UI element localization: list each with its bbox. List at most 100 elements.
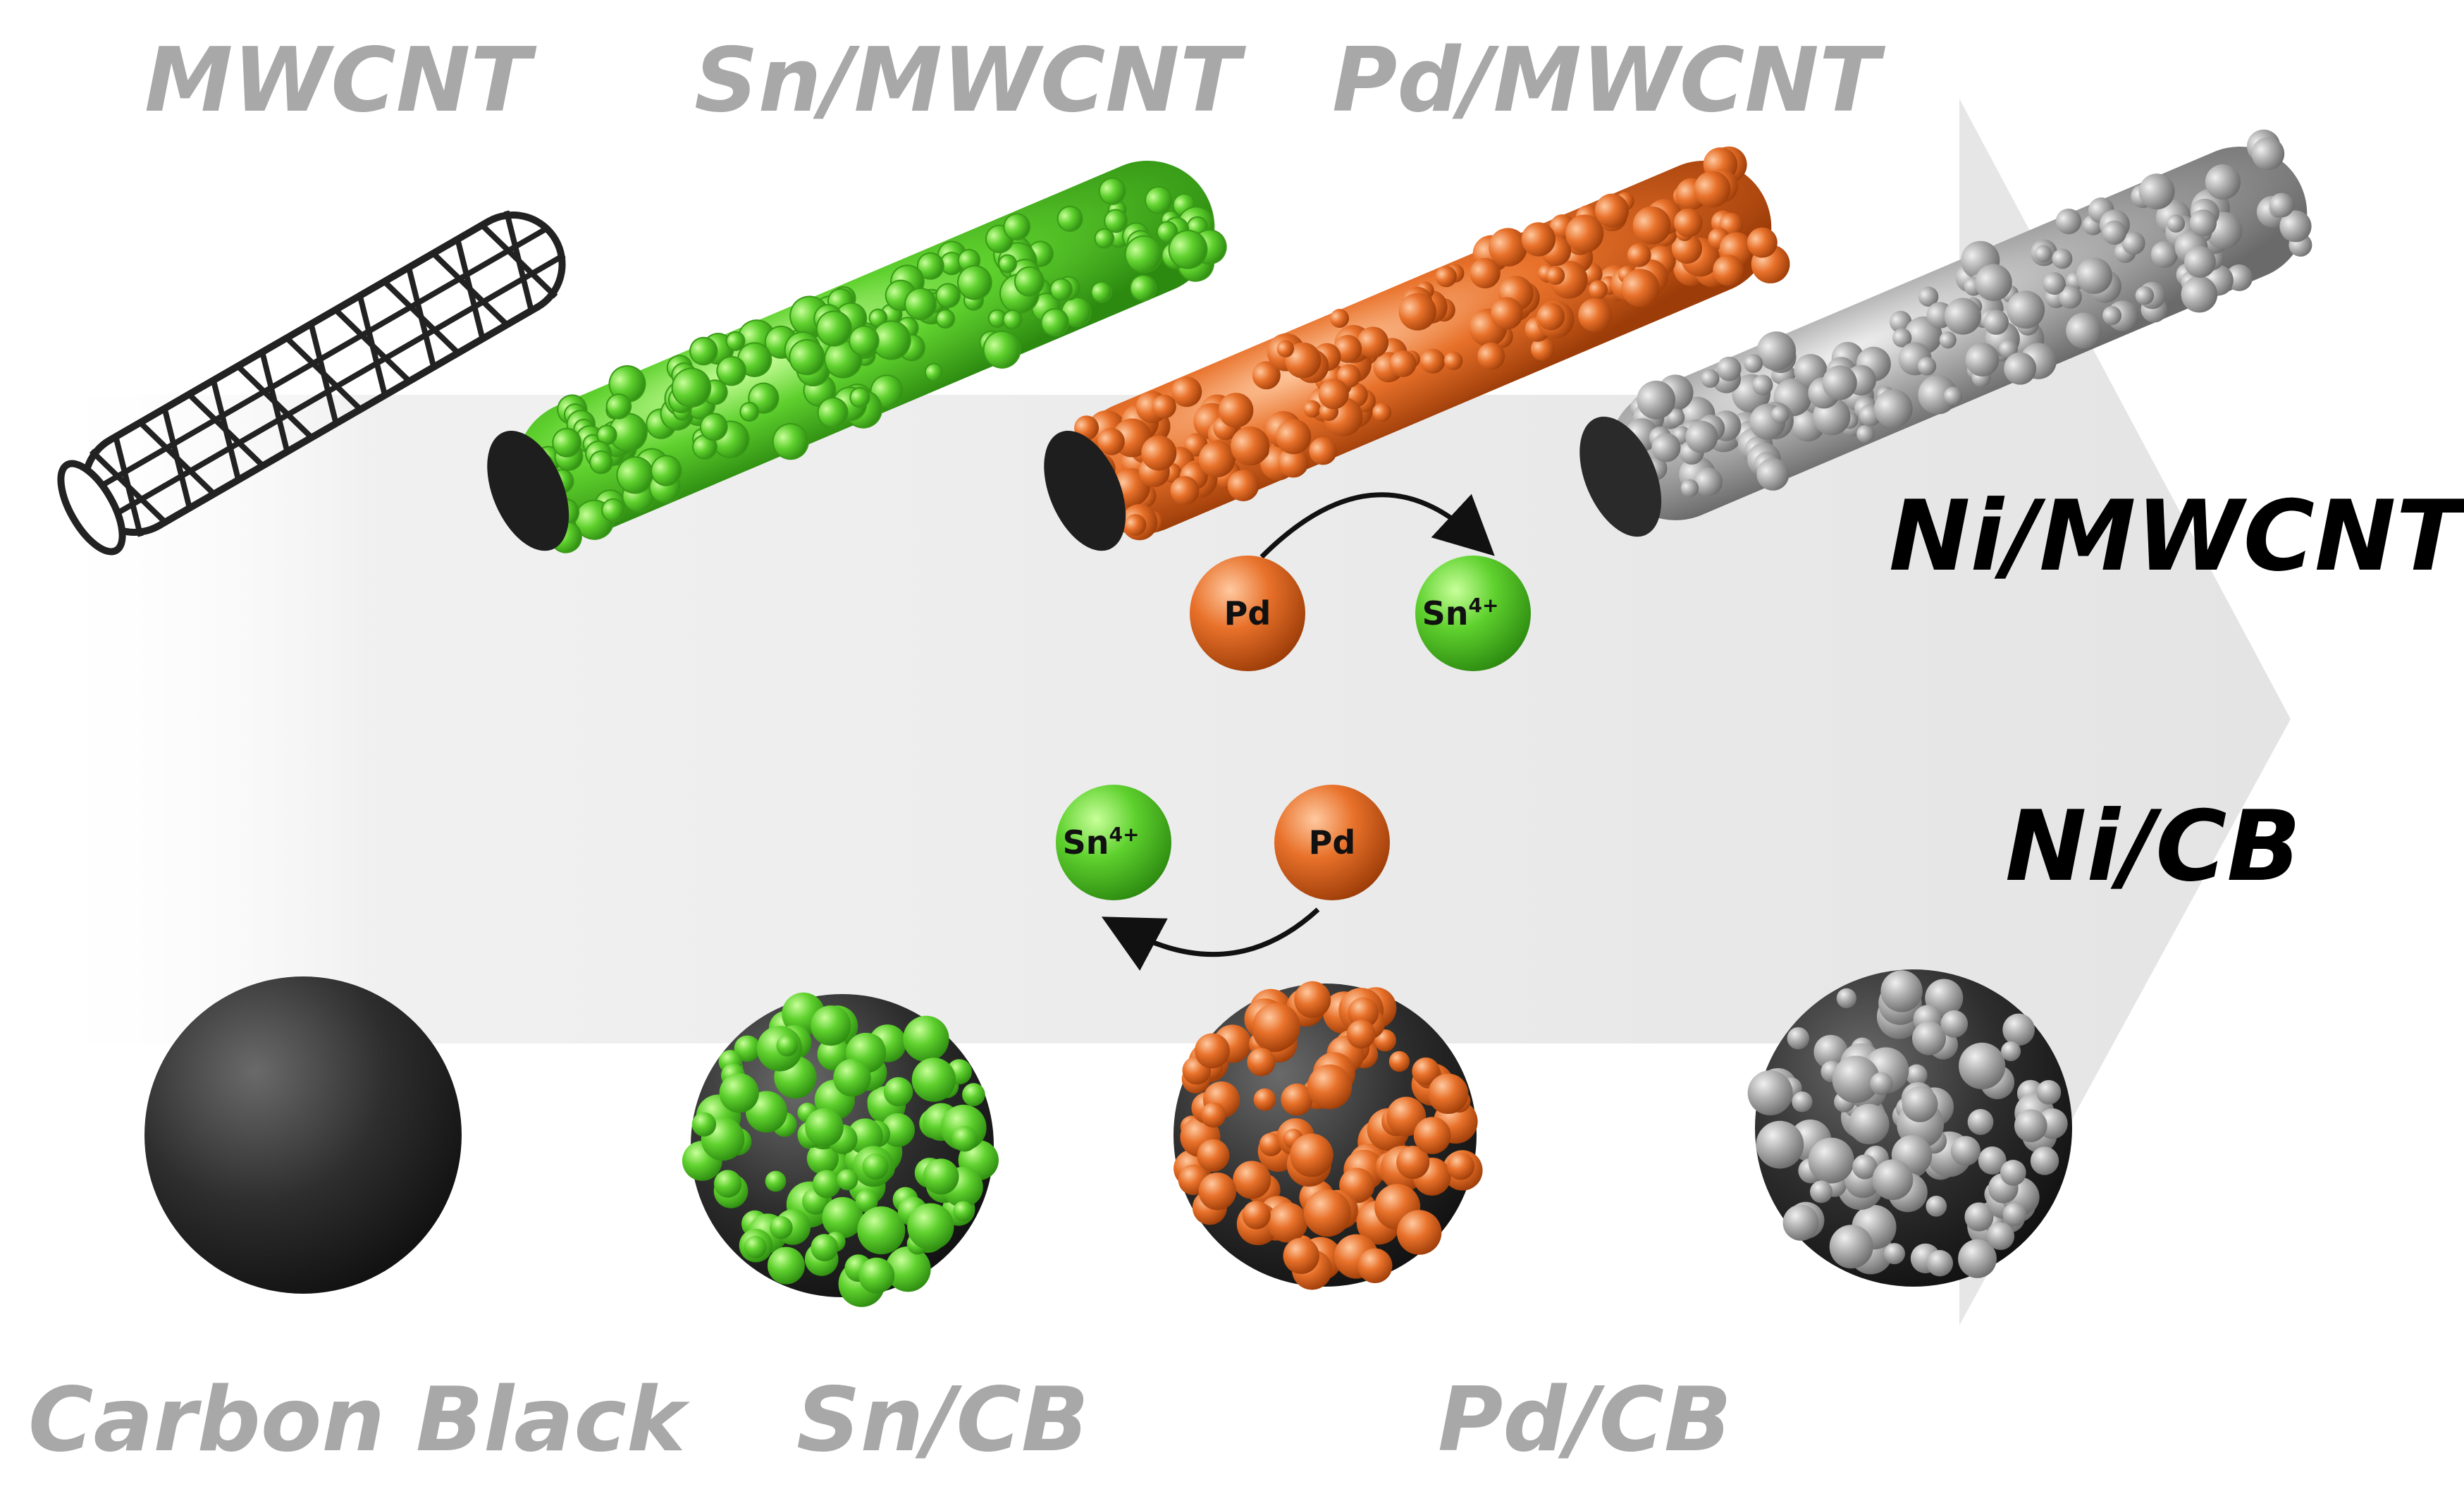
sn-ion-top: Sn4+ xyxy=(1415,556,1531,671)
exchange-arrow-top xyxy=(1259,492,1495,559)
coating-bead xyxy=(1420,348,1446,374)
surface-particle xyxy=(1252,1003,1300,1051)
coating-bead xyxy=(849,325,880,357)
surface-particle xyxy=(2002,1013,2035,1046)
coating-bead xyxy=(699,412,728,441)
coating-bead xyxy=(1999,339,2018,359)
coating-bead xyxy=(1752,374,1773,396)
coating-bead xyxy=(1918,375,1958,415)
coating-bead xyxy=(605,393,632,419)
coating-bead xyxy=(2279,210,2312,243)
coating-bead xyxy=(2066,312,2102,349)
coating-bead xyxy=(789,338,825,376)
surface-particle xyxy=(1357,1248,1393,1283)
coating-bead xyxy=(2043,271,2066,295)
pd-ion-bottom-label: Pd xyxy=(1309,823,1356,862)
coating-bead xyxy=(957,264,992,300)
label-ni-mwcnt: Ni/MWCNT xyxy=(1889,479,2463,593)
coating-bead xyxy=(1944,298,1981,335)
coating-bead xyxy=(1965,343,2000,377)
coating-bead xyxy=(1744,354,1763,373)
coating-bead xyxy=(1530,337,1555,361)
coating-bead xyxy=(1278,447,1309,478)
coating-bead xyxy=(1049,278,1073,301)
surface-particle xyxy=(1958,1239,1997,1278)
coating-bead xyxy=(1490,297,1523,330)
surface-particle xyxy=(1950,1136,1981,1166)
sn-ion-bottom-label: Sn4+ xyxy=(1063,823,1140,862)
sn-cb-particle xyxy=(682,992,999,1307)
coating-bead xyxy=(2004,352,2037,385)
coating-bead xyxy=(1435,266,1457,288)
surface-particle xyxy=(911,1058,956,1102)
surface-particle xyxy=(1307,1064,1353,1110)
surface-particle xyxy=(855,1189,878,1213)
coating-bead xyxy=(1470,257,1501,289)
surface-particle xyxy=(1880,970,1923,1012)
exchange-arrow-bottom xyxy=(1101,907,1320,971)
coating-bead xyxy=(2205,164,2241,200)
surface-particle xyxy=(1413,1117,1451,1155)
coating-bead xyxy=(1252,361,1281,390)
surface-particle xyxy=(1747,1070,1793,1116)
surface-particle xyxy=(811,1234,839,1262)
coating-bead xyxy=(1694,171,1731,208)
coating-bead xyxy=(1152,394,1176,419)
surface-particle xyxy=(1195,1033,1230,1069)
coating-bead xyxy=(1276,419,1312,455)
surface-particle xyxy=(2014,1109,2047,1142)
surface-particle xyxy=(1446,1152,1474,1180)
pd-ion-bottom: Pd xyxy=(1274,785,1390,900)
surface-particle xyxy=(1870,1072,1893,1096)
pd-mwcnt-tube xyxy=(1044,146,1790,551)
tube-galvanic-exchange: Pd Sn4+ xyxy=(1190,492,1531,671)
coating-bead xyxy=(1685,420,1718,453)
label-mwcnt: MWCNT xyxy=(144,28,531,132)
coating-bead xyxy=(1756,458,1790,491)
surface-particle xyxy=(1849,1103,1890,1145)
coating-bead xyxy=(1770,405,1790,424)
surface-particle xyxy=(903,1015,949,1062)
surface-particle xyxy=(776,1034,799,1057)
cb-galvanic-exchange: Sn4+ Pd xyxy=(1056,785,1390,971)
coating-bead xyxy=(1594,193,1629,228)
coating-bead xyxy=(935,283,961,308)
surface-particle xyxy=(2001,1041,2021,1062)
surface-particle xyxy=(1388,1050,1410,1072)
coating-bead xyxy=(552,427,582,458)
coating-bead xyxy=(1756,331,1797,371)
coating-bead xyxy=(1198,441,1236,478)
coating-bead xyxy=(692,434,717,460)
coating-bead xyxy=(1003,213,1031,241)
carbon-black-particle xyxy=(144,976,462,1294)
coating-bead xyxy=(2150,240,2178,269)
surface-particle xyxy=(734,1035,761,1062)
surface-particle xyxy=(1883,1243,1905,1265)
coating-bead xyxy=(1917,357,1937,376)
coating-bead xyxy=(596,424,617,446)
coating-bead xyxy=(671,367,712,408)
surface-particle xyxy=(1902,1086,1938,1122)
coating-bead xyxy=(1701,369,1720,388)
coating-bead xyxy=(1014,266,1045,297)
coating-bead xyxy=(2121,231,2145,255)
coating-bead xyxy=(1673,208,1703,238)
surface-particle xyxy=(1200,1102,1226,1128)
coating-bead xyxy=(1713,255,1744,286)
coating-bead xyxy=(1309,436,1337,465)
coating-bead xyxy=(1218,393,1254,428)
coating-bead xyxy=(1145,185,1174,214)
surface-particle xyxy=(837,1169,858,1191)
surface-particle xyxy=(812,1170,841,1199)
pd-ion-top: Pd xyxy=(1190,556,1305,671)
coating-bead xyxy=(1651,433,1681,462)
sn-ion-bottom: Sn4+ xyxy=(1056,785,1171,900)
coating-bead xyxy=(2076,257,2113,294)
coating-bead xyxy=(2135,286,2155,305)
coating-bead xyxy=(982,330,1021,369)
label-sn-mwcnt: Sn/MWCNT xyxy=(694,28,1240,132)
surface-particle xyxy=(1281,1083,1313,1116)
coating-bead xyxy=(1090,281,1113,303)
surface-particle xyxy=(767,1246,805,1285)
coating-bead xyxy=(1944,386,1962,405)
